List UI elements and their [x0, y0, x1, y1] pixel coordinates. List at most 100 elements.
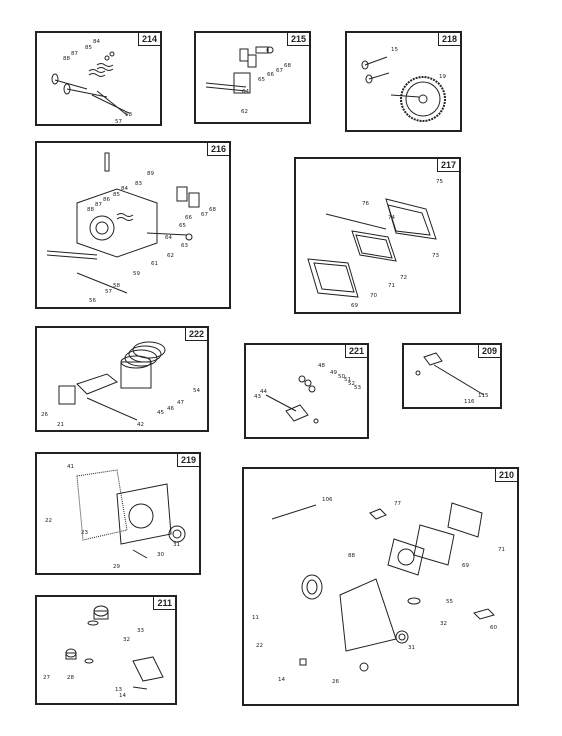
callout-116: 116 [464, 399, 475, 405]
panel-215: 215 68 67 66 65 64 62 [194, 31, 311, 124]
callout-43: 43 [254, 394, 261, 400]
callout-31: 31 [173, 542, 180, 548]
callout-54: 54 [193, 388, 200, 394]
callout-19: 19 [439, 74, 446, 80]
callout-65: 65 [179, 223, 186, 229]
callout-68: 68 [209, 207, 216, 213]
callout-33: 33 [137, 628, 144, 634]
panel-214: 214 84 85 87 88 57 58 [35, 31, 162, 126]
panel-217: 217 75 76 74 73 72 71 70 69 [294, 157, 461, 314]
callout-106: 106 [322, 497, 333, 503]
panel-211: 211 33 32 27 28 13 14 [35, 595, 177, 705]
callout-83: 83 [135, 181, 142, 187]
callout-55: 55 [446, 599, 453, 605]
panel-218: 218 15 19 [345, 31, 462, 132]
oil-drain-plug-drawing: 33 32 27 28 13 14 [43, 605, 164, 699]
panel-id: 211 [153, 596, 176, 610]
callout-14: 14 [119, 693, 126, 699]
callout-63: 63 [181, 243, 188, 249]
callout-71: 71 [498, 547, 505, 553]
callout-21: 21 [57, 422, 64, 428]
panel-id: 216 [206, 142, 230, 156]
callout-87: 87 [71, 51, 78, 57]
callout-69: 69 [462, 563, 469, 569]
callout-88: 88 [348, 553, 355, 559]
callout-59: 59 [133, 271, 140, 277]
callout-72: 72 [400, 275, 407, 281]
callout-26: 26 [41, 412, 48, 418]
callout-58: 58 [125, 112, 132, 118]
panel-219: 219 41 22 23 31 30 29 [35, 452, 201, 575]
callout-57: 57 [115, 119, 122, 125]
callout-32: 32 [123, 637, 130, 643]
callout-56: 56 [89, 298, 96, 304]
panel-id: 218 [437, 32, 461, 46]
panel-id: 222 [184, 327, 208, 341]
callout-85: 85 [113, 192, 120, 198]
crankcase-cover-drawing: 41 22 23 31 30 29 [45, 464, 186, 570]
callout-88: 88 [63, 56, 70, 62]
callout-32: 32 [440, 621, 447, 627]
callout-64: 64 [165, 235, 172, 241]
callout-30: 30 [157, 552, 164, 558]
callout-41: 41 [67, 464, 74, 470]
callout-66: 66 [185, 215, 192, 221]
callout-28: 28 [67, 675, 74, 681]
panel-221: 221 48 49 50 51 52 53 44 43 [244, 343, 369, 439]
callout-64: 64 [242, 89, 249, 95]
callout-14: 14 [278, 677, 285, 683]
callout-47: 47 [177, 400, 184, 406]
callout-52: 52 [348, 381, 355, 387]
callout-61: 61 [151, 261, 158, 267]
callout-49: 49 [330, 370, 337, 376]
panel-id: 215 [286, 32, 310, 46]
callout-46: 46 [167, 406, 174, 412]
valve-cover-drawing: 75 76 74 73 72 71 70 69 [307, 179, 443, 309]
callout-15: 15 [391, 47, 398, 53]
callout-44: 44 [260, 389, 267, 395]
callout-62: 62 [241, 109, 248, 115]
piston-drawing: 54 47 46 45 42 26 21 [41, 341, 200, 428]
callout-27: 27 [43, 675, 50, 681]
callout-42: 42 [137, 422, 144, 428]
callout-67: 67 [201, 212, 208, 218]
callout-65: 65 [258, 77, 265, 83]
callout-22: 22 [45, 518, 52, 524]
callout-22: 22 [256, 643, 263, 649]
callout-53: 53 [354, 385, 361, 391]
camshaft-gear-drawing: 15 19 [361, 47, 446, 122]
callout-75: 75 [436, 179, 443, 185]
callout-57: 57 [105, 289, 112, 295]
panel-222: 222 54 47 46 45 42 26 21 [35, 326, 209, 432]
panel-id: 219 [176, 453, 200, 467]
callout-115: 115 [478, 393, 489, 399]
callout-23: 23 [81, 530, 88, 536]
callout-77: 77 [394, 501, 401, 507]
callout-58: 58 [113, 283, 120, 289]
panel-209: 209 115 116 [402, 343, 502, 409]
callout-73: 73 [432, 253, 439, 259]
rocker-arm-drawing: 68 67 66 65 64 62 [205, 46, 291, 115]
panel-id: 209 [477, 344, 501, 358]
callout-50: 50 [338, 374, 345, 380]
callout-60: 60 [490, 625, 497, 631]
callout-86: 86 [103, 197, 110, 203]
governor-drawing: 48 49 50 51 52 53 44 43 [254, 363, 361, 424]
panel-id: 214 [137, 32, 161, 46]
callout-66: 66 [267, 72, 274, 78]
callout-51: 51 [344, 377, 351, 383]
callout-84: 84 [121, 186, 128, 192]
callout-76: 76 [362, 201, 369, 207]
callout-48: 48 [318, 363, 325, 369]
part-209-drawing: 115 116 [415, 352, 489, 405]
valve-parts-drawing: 84 85 87 88 57 58 [51, 39, 132, 125]
callout-71: 71 [388, 283, 395, 289]
panel-id: 221 [344, 344, 368, 358]
panel-216: 216 89 83 84 85 86 87 88 66 65 68 67 64 … [35, 141, 231, 309]
gasket-set-drawing: 106 77 71 88 69 11 55 32 60 22 31 14 26 [252, 497, 505, 685]
callout-11: 11 [252, 615, 259, 621]
panel-id: 217 [436, 158, 460, 172]
callout-13: 13 [115, 687, 122, 693]
callout-89: 89 [147, 171, 154, 177]
callout-31: 31 [408, 645, 415, 651]
